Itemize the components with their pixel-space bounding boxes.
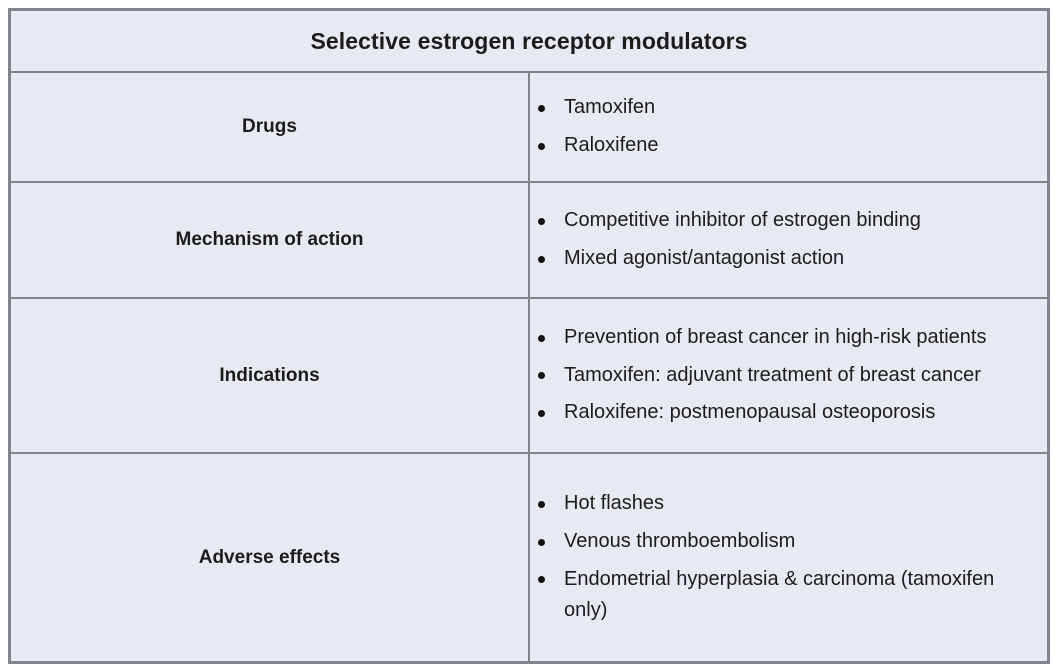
list-item: Hot flashes <box>530 485 1047 523</box>
bullet-icon <box>538 105 545 112</box>
list-item-text: Prevention of breast cancer in high-risk… <box>564 326 987 349</box>
bullet-list-drugs: Tamoxifen Raloxifene <box>530 89 1047 164</box>
list-item-text: Endometrial hyperplasia & carcinoma (tam… <box>564 567 995 622</box>
serm-table-container: Selective estrogen receptor modulators D… <box>8 8 1050 664</box>
row-content-drugs: Tamoxifen Raloxifene <box>528 71 1050 183</box>
list-item-text: Competitive inhibitor of estrogen bindin… <box>564 209 921 232</box>
bullet-icon <box>538 142 545 150</box>
list-item: Prevention of breast cancer in high-risk… <box>530 319 1047 357</box>
bullet-list-adverse-effects: Hot flashes Venous thromboembolism Endom… <box>530 485 1047 629</box>
bullet-icon <box>538 255 545 263</box>
table-row-mechanism-of-action: Mechanism of action Competitive inhibito… <box>8 181 1050 299</box>
bullet-icon <box>538 576 545 584</box>
list-item-text: Raloxifene: postmenopausal osteoporosis <box>564 401 936 424</box>
bullet-icon <box>538 538 545 546</box>
list-item: Venous thromboembolism <box>530 523 1047 561</box>
list-item: Competitive inhibitor of estrogen bindin… <box>530 202 1047 240</box>
list-item-text: Hot flashes <box>564 492 665 515</box>
list-item: Raloxifene: postmenopausal osteoporosis <box>530 394 1047 432</box>
list-item-text: Raloxifene <box>564 134 659 156</box>
bullet-icon <box>538 218 545 225</box>
row-label-drugs: Drugs <box>8 71 530 183</box>
table-title: Selective estrogen receptor modulators <box>8 8 1050 73</box>
row-content-mechanism-of-action: Competitive inhibitor of estrogen bindin… <box>528 181 1050 299</box>
bullet-list-indications: Prevention of breast cancer in high-risk… <box>530 319 1047 432</box>
list-item: Endometrial hyperplasia & carcinoma (tam… <box>530 561 1047 630</box>
list-item: Raloxifene <box>530 127 1047 165</box>
bullet-icon <box>538 409 545 417</box>
row-label-mechanism-of-action: Mechanism of action <box>8 181 530 299</box>
table-header: Selective estrogen receptor modulators <box>8 8 1050 73</box>
row-content-adverse-effects: Hot flashes Venous thromboembolism Endom… <box>528 452 1050 664</box>
bullet-icon <box>538 500 545 508</box>
row-label-indications: Indications <box>8 297 530 454</box>
list-item-text: Tamoxifen <box>564 96 656 119</box>
table-body: Drugs Tamoxifen Raloxifene <box>8 71 1050 664</box>
bullet-list-mechanism-of-action: Competitive inhibitor of estrogen bindin… <box>530 202 1047 277</box>
table-row-adverse-effects: Adverse effects Hot flashes Venous throm… <box>8 452 1050 664</box>
bullet-icon <box>538 334 545 342</box>
row-content-indications: Prevention of breast cancer in high-risk… <box>528 297 1050 454</box>
list-item: Mixed agonist/antagonist action <box>530 240 1047 278</box>
list-item-text: Mixed agonist/antagonist action <box>564 247 845 269</box>
list-item-text: Tamoxifen: adjuvant treatment of breast … <box>564 363 981 386</box>
table-row-drugs: Drugs Tamoxifen Raloxifene <box>8 71 1050 183</box>
table-row-indications: Indications Prevention of breast cancer … <box>8 297 1050 454</box>
list-item-text: Venous thromboembolism <box>564 529 796 552</box>
bullet-icon <box>538 372 545 380</box>
list-item: Tamoxifen: adjuvant treatment of breast … <box>530 357 1047 395</box>
serm-summary-table: Selective estrogen receptor modulators D… <box>8 8 1050 664</box>
table-header-row: Selective estrogen receptor modulators <box>8 8 1050 73</box>
row-label-adverse-effects: Adverse effects <box>8 452 530 664</box>
list-item: Tamoxifen <box>530 89 1047 127</box>
